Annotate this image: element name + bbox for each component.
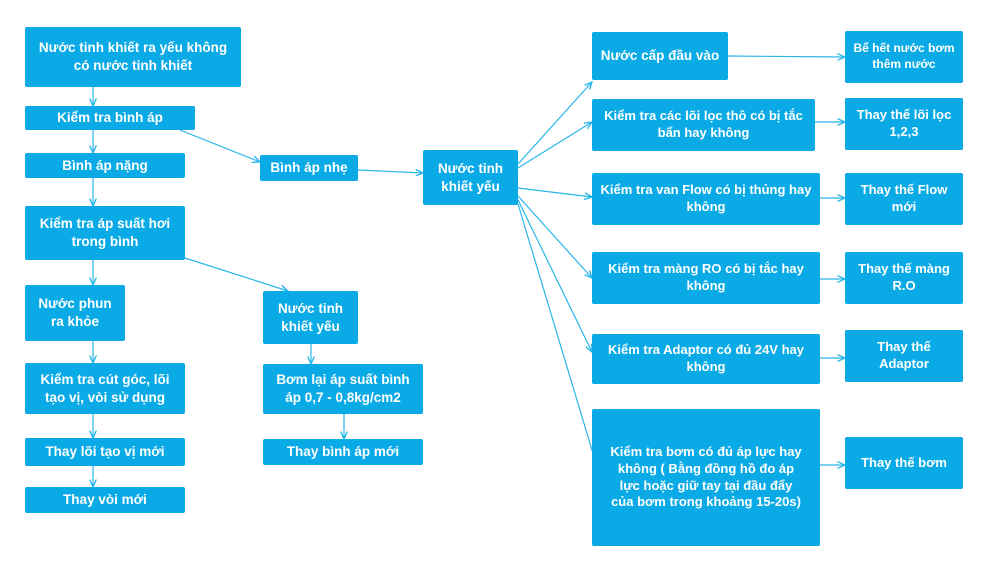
node-out-pump: Thay thế bơm [845,437,963,489]
node-weak-left: Nước tinh khiết yếu [263,291,358,344]
node-out-filters-label: Thay thế lõi lọc 1,2,3 [856,107,952,139]
node-spray-strong-label: Nước phun ra khỏe [38,296,112,329]
node-check-tank-label: Kiểm tra bình áp [57,110,163,126]
node-out-filters: Thay thế lõi lọc 1,2,3 [845,98,963,150]
node-out-adaptor-label: Thay thế Adaptor [877,339,931,371]
node-weak-center: Nước tinh khiết yếu [423,150,518,205]
node-out-ro-label: Thay thế màng R.O [858,261,950,293]
edge-weak-ro [517,195,592,278]
node-check-tank: Kiểm tra bình áp [25,106,195,130]
node-check-adaptor-label: Kiểm tra Adaptor có đủ 24V hay không [607,342,804,374]
node-check-fittings: Kiểm tra cút góc, lõi tạo vị, vòi sử dụn… [25,363,185,414]
node-weak-center-label: Nước tinh khiết yếu [437,160,504,194]
node-check-coarse-label: Kiểm tra các lõi lọc thô có bị tắc bẩn h… [604,108,803,140]
node-check-flow: Kiểm tra van Flow có bị thủng hay không [592,173,820,225]
edge-weak-adaptor [517,199,592,352]
node-out-water: Bể hết nước bơm thêm nước [845,31,963,83]
node-check-pump: Kiểm tra bơm có đủ áp lực hay không ( Bằ… [592,409,820,546]
node-replace-tank-label: Thay bình áp mới [286,444,400,460]
node-out-flow-label: Thay thế Flow mới [860,182,948,214]
node-check-fittings-label: Kiểm tra cút góc, lõi tạo vị, vòi sử dụn… [40,371,170,405]
node-check-pressure: Kiểm tra áp suất hơi trong bình [25,206,185,260]
node-tank-heavy: Bình áp nặng [25,153,185,178]
edge-weak-pump [517,203,598,470]
node-tank-light: Bình áp nhẹ [260,155,358,181]
node-input-water-label: Nước cấp đầu vào [600,48,720,64]
node-input-water: Nước cấp đầu vào [592,32,728,80]
node-out-ro: Thay thế màng R.O [845,252,963,304]
node-out-water-label: Bể hết nước bơm thêm nước [853,41,955,71]
node-weak-left-label: Nước tinh khiết yếu [277,300,344,334]
node-tank-light-label: Bình áp nhẹ [270,160,348,176]
node-tank-heavy-label: Bình áp nặng [62,157,148,173]
edge-checktank-light [179,129,260,162]
edge-pressure-weakleft [184,257,288,291]
node-spray-strong: Nước phun ra khỏe [25,285,125,341]
node-check-pressure-label: Kiểm tra áp suất hơi trong bình [39,216,171,249]
node-check-adaptor: Kiểm tra Adaptor có đủ 24V hay không [592,334,820,384]
node-root: Nước tinh khiết ra yếu không có nước tin… [25,27,241,87]
node-check-pump-label: Kiểm tra bơm có đủ áp lực hay không ( Bằ… [610,443,802,510]
node-check-ro-label: Kiểm tra màng RO có bị tắc hay không [608,261,804,293]
node-root-label: Nước tinh khiết ra yếu không có nước tin… [38,40,228,73]
node-out-adaptor: Thay thế Adaptor [845,330,963,382]
node-repump-label: Bơm lại áp suất bình áp 0,7 - 0,8kg/cm2 [276,372,410,405]
node-replace-taste: Thay lõi tạo vị mới [25,438,185,466]
edge-weak-coarse [517,122,592,169]
node-replace-faucet: Thay vòi mới [25,487,185,513]
node-replace-faucet-label: Thay vòi mới [63,492,147,508]
edge-light-weakcenter [357,170,423,173]
node-repump: Bơm lại áp suất bình áp 0,7 - 0,8kg/cm2 [263,364,423,414]
edge-input-out [727,56,845,57]
edge-weak-flow [517,187,592,197]
node-replace-tank: Thay bình áp mới [263,439,423,465]
node-check-ro: Kiểm tra màng RO có bị tắc hay không [592,252,820,304]
node-out-pump-label: Thay thế bơm [861,454,947,470]
node-out-flow: Thay thế Flow mới [845,173,963,225]
node-check-flow-label: Kiểm tra van Flow có bị thủng hay không [600,182,812,214]
edge-weak-input [517,82,592,165]
node-replace-taste-label: Thay lõi tạo vị mới [45,444,165,460]
node-check-coarse: Kiểm tra các lõi lọc thô có bị tắc bẩn h… [592,99,815,151]
